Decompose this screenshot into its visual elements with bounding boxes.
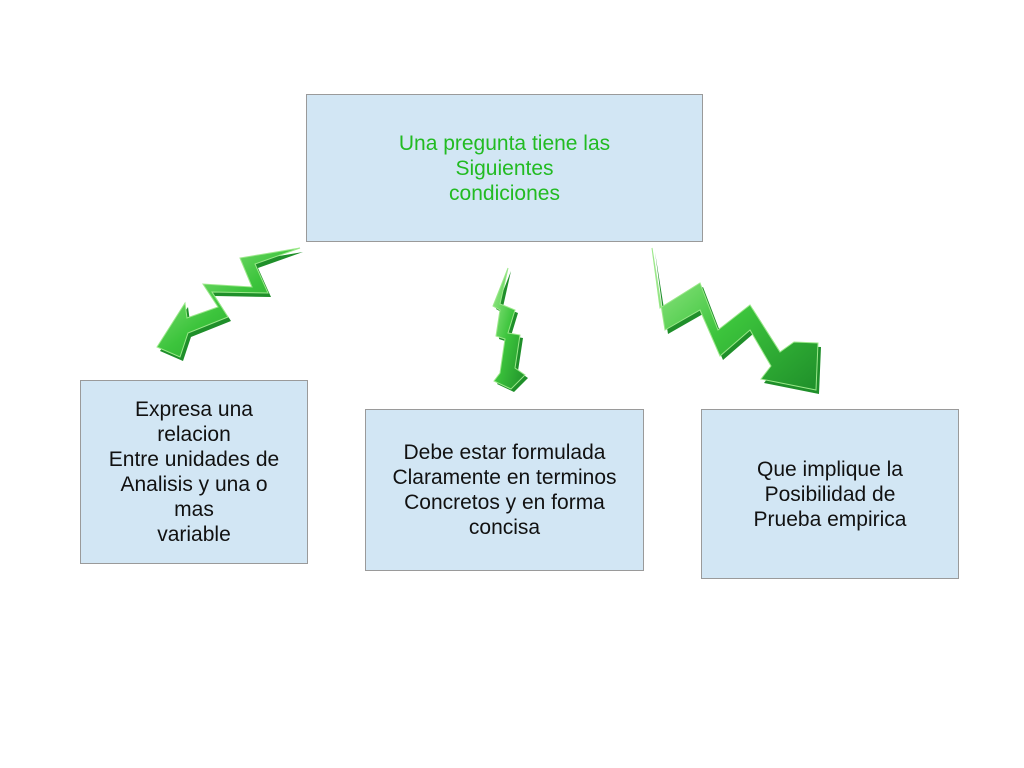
left-zigzag-arrow-icon — [156, 247, 303, 361]
left-condition-text: Expresa una relacion Entre unidades de A… — [108, 398, 280, 546]
middle-condition-text: Debe estar formulada Claramente en termi… — [392, 441, 617, 539]
top-condition-text: Una pregunta tiene las Siguientes condic… — [398, 131, 611, 205]
right-zigzag-arrow-icon — [651, 247, 821, 394]
middle-condition-box: Debe estar formulada Claramente en termi… — [365, 409, 644, 571]
middle-zigzag-arrow-icon — [492, 267, 528, 392]
right-condition-box: Que implique la Posibilidad de Prueba em… — [701, 409, 959, 579]
top-condition-box: Una pregunta tiene las Siguientes condic… — [306, 94, 703, 242]
right-condition-text: Que implique la Posibilidad de Prueba em… — [753, 457, 907, 531]
left-condition-box: Expresa una relacion Entre unidades de A… — [80, 380, 308, 564]
